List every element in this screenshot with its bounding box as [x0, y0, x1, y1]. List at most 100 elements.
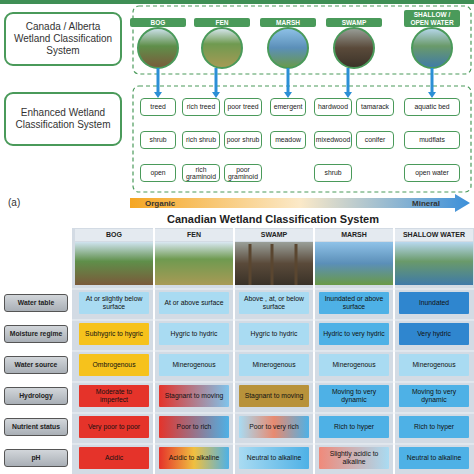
subclass-box: aquatic bed — [404, 98, 460, 116]
class-arrow — [428, 68, 436, 98]
property-cell: Very hydric — [399, 323, 469, 345]
marsh-photo — [315, 242, 393, 285]
column-header: SWAMP — [235, 229, 313, 241]
node-text: Very hydric — [417, 330, 451, 338]
property-cell: Neutral to alkaline — [399, 447, 469, 469]
node-text: Stagnant to moving — [165, 392, 224, 400]
property-cell: Stagnant to moving — [239, 385, 309, 407]
property-cell: Moderate to imperfect — [79, 385, 149, 407]
subclass-box: mixedwood — [314, 131, 352, 149]
subclass-box: open — [140, 164, 176, 182]
row-header: Moisture regime — [4, 325, 68, 343]
property-cell: Inundated or above surface — [319, 292, 389, 314]
row-header: Water table — [4, 294, 68, 312]
node-text: treed — [150, 103, 166, 110]
property-cell: Acidic — [79, 447, 149, 469]
swamp-photo — [235, 242, 313, 285]
tree-trunk — [271, 244, 274, 285]
subclass-box: poor shrub — [224, 131, 262, 149]
subclass-box: rich graminoid — [182, 164, 220, 182]
subclass-box: poor treed — [224, 98, 262, 116]
class-arrow — [212, 68, 220, 98]
table-background — [72, 228, 474, 474]
node-text: Moderate to imperfect — [82, 388, 146, 403]
swamp-photo — [334, 28, 374, 68]
property-cell: Minerogenous — [239, 354, 309, 376]
arrow-shaft — [347, 68, 350, 93]
node-text: pH — [31, 454, 40, 462]
node-text: Minerogenous — [332, 361, 375, 369]
fen-photo — [202, 28, 242, 68]
class-arrow — [344, 68, 352, 98]
node-text: Hydric to very hydric — [323, 330, 385, 338]
node-text: Stagnant to moving — [245, 392, 304, 400]
arrow-head — [212, 92, 220, 98]
class-circle: MARSH — [267, 27, 309, 69]
class-arrow — [154, 68, 162, 98]
node-text: rich graminoid — [184, 166, 218, 180]
class-circle: SHALLOW / OPEN WATER — [411, 27, 453, 69]
system-label: Canada / Alberta Wetland Classification … — [4, 12, 122, 66]
property-cell: Ombrogenous — [79, 354, 149, 376]
water-photo — [395, 242, 473, 285]
node-text: Acidic to alkaline — [169, 454, 220, 462]
node-text: Slightly acidic to alkaline — [322, 450, 386, 465]
panel-letter: (a) — [8, 197, 20, 208]
row-lines — [72, 289, 474, 444]
property-cell: Moving to very dynamic — [399, 385, 469, 407]
node-text: poor treed — [228, 103, 259, 110]
node-text: open water — [415, 169, 449, 176]
node-text: open — [150, 169, 165, 176]
class-circle: BOG — [137, 27, 179, 69]
row-separator — [72, 382, 474, 383]
node-text: shrub — [324, 169, 341, 176]
node-text: aquatic bed — [414, 103, 449, 110]
property-cell: At or slightly below surface — [79, 292, 149, 314]
node-text: Moving to very dynamic — [402, 388, 466, 403]
row-header: pH — [4, 449, 68, 467]
column-header: BOG — [75, 229, 153, 241]
node-text: Acidic — [105, 454, 123, 462]
dashed-group — [133, 6, 471, 74]
row-header: Water source — [4, 356, 68, 374]
node-text: Poor to rich — [177, 423, 212, 431]
node-text: Ombrogenous — [92, 361, 135, 369]
arrow-head — [284, 92, 292, 98]
node-text: Minerogenous — [252, 361, 295, 369]
arrow-shaft — [431, 68, 434, 93]
row-header: Nutrient status — [4, 418, 68, 436]
property-cell: Very poor to poor — [79, 416, 149, 438]
subclass-box: meadow — [270, 131, 306, 149]
row-separator — [72, 351, 474, 352]
node-text: rich treed — [187, 103, 215, 110]
subclass-box: tamarack — [356, 98, 394, 116]
node-text: mixedwood — [316, 136, 350, 143]
property-cell: Acidic to alkaline — [159, 447, 229, 469]
row-separator — [72, 320, 474, 321]
row-separator — [72, 413, 474, 414]
axis-end-label: Mineral — [412, 198, 440, 209]
node-text: Inundated or above surface — [322, 295, 386, 310]
node-text: MARSH — [341, 231, 367, 239]
arrow-head — [428, 92, 436, 98]
subclass-box: mudflats — [404, 131, 460, 149]
node-text: rich shrub — [186, 136, 216, 143]
node-text: Poor to very rich — [249, 423, 298, 431]
bog-photo — [138, 28, 178, 68]
property-cell: Minerogenous — [319, 354, 389, 376]
node-text: Enhanced Wetland Classification System — [12, 107, 114, 131]
arrow-shaft — [287, 68, 290, 93]
subclass-box: conifer — [356, 131, 394, 149]
property-cell: Slightly acidic to alkaline — [319, 447, 389, 469]
node-text: Neutral to alkaline — [247, 454, 301, 462]
dashed-group — [133, 86, 471, 192]
node-text: At or slightly below surface — [82, 295, 146, 310]
fen-photo — [155, 242, 233, 285]
subclass-box: treed — [140, 98, 176, 116]
class-banner: MARSH — [260, 18, 316, 28]
node-text: Neutral to alkaline — [407, 454, 461, 462]
node-text: Rich to hyper — [414, 423, 454, 431]
bog-photo — [75, 242, 153, 285]
property-cell: Moving to very dynamic — [319, 385, 389, 407]
